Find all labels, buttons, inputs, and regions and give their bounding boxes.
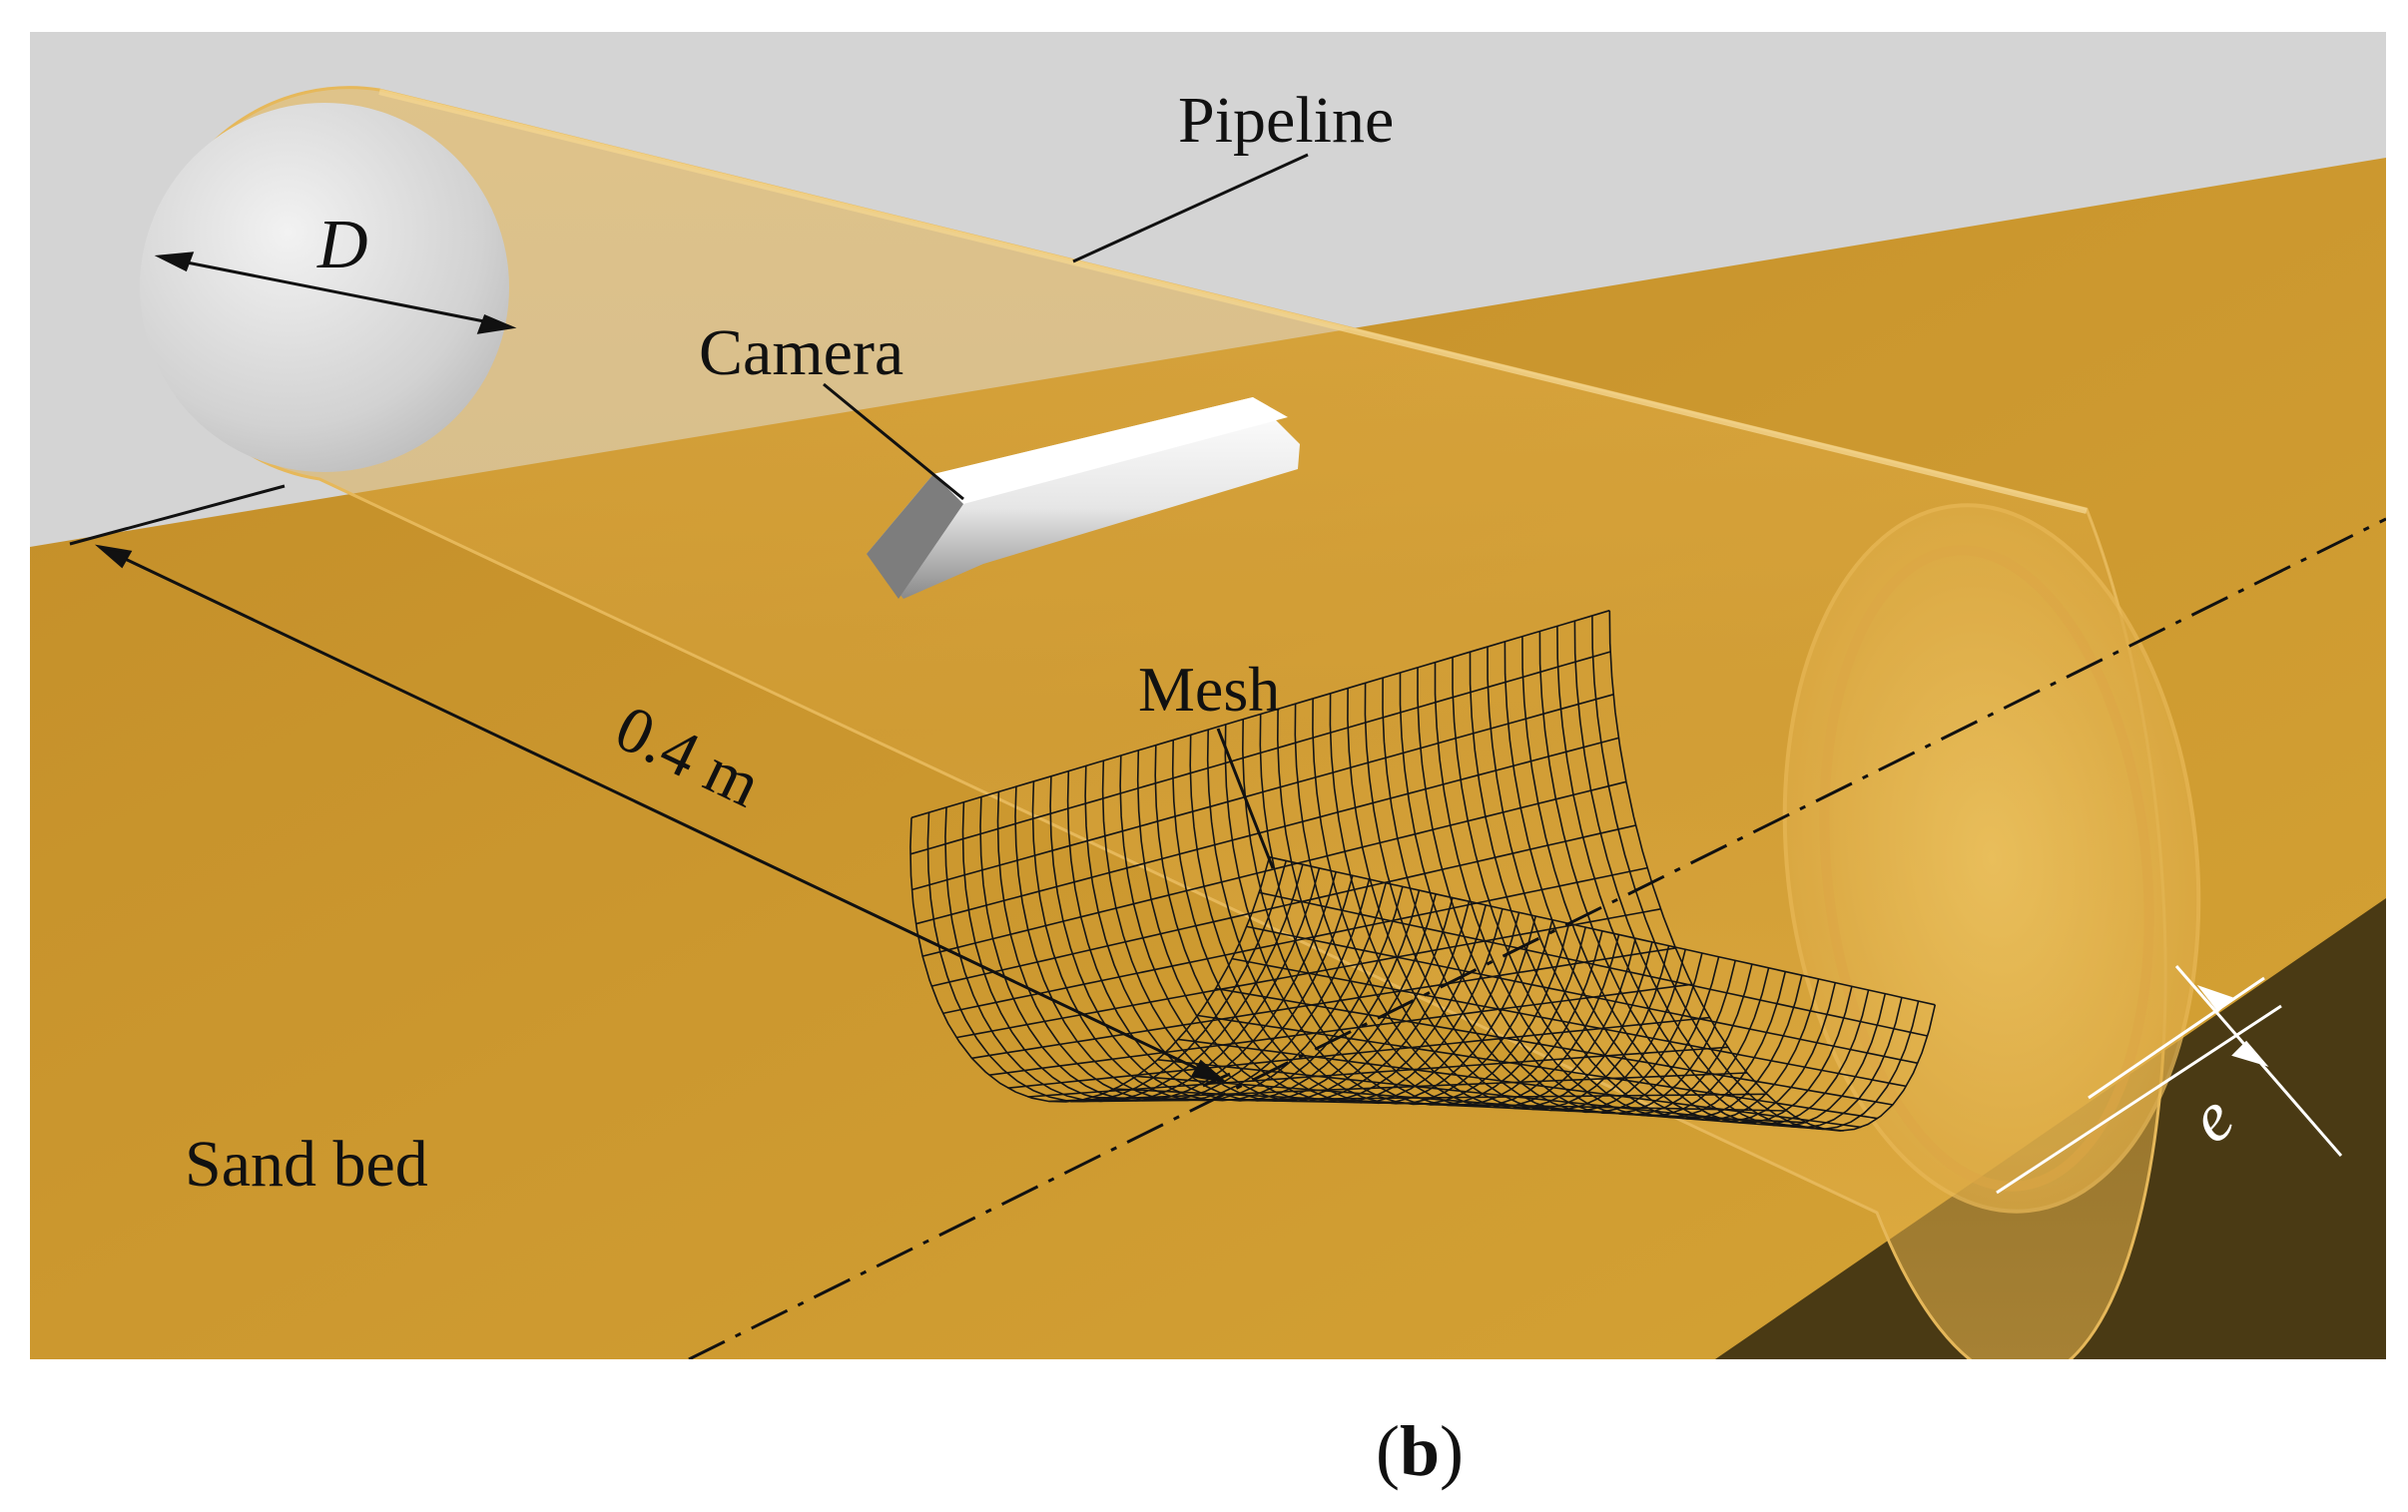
mesh-line (915, 737, 1619, 925)
panel-label-open: ( (1376, 1411, 1400, 1491)
mesh-line (911, 694, 1614, 891)
mesh-line (1246, 925, 1919, 1065)
mesh-line (1114, 1088, 1807, 1124)
length-dimension (69, 484, 1231, 1088)
mesh-line (1269, 856, 1936, 1006)
pipe-top-highlight (378, 89, 2088, 514)
mesh-line (1197, 1014, 1878, 1120)
label-diameter: D (316, 207, 368, 283)
mesh-line (1027, 1046, 1728, 1098)
pipe-centerline (688, 517, 2386, 1359)
mesh-line (1232, 957, 1907, 1088)
mesh-line (1048, 1072, 1748, 1103)
pipe-far-end-inner (1819, 545, 2154, 1192)
camera-leader (823, 382, 964, 501)
mesh-line (1178, 1038, 1862, 1129)
mesh-line (988, 983, 1692, 1076)
pipeline-leader (1072, 153, 1309, 263)
pipe-far-end (1782, 503, 2201, 1214)
mesh-line (930, 824, 1636, 987)
label-camera: Camera (699, 316, 903, 389)
thickness-dimension (1996, 965, 2343, 1195)
label-pipeline: Pipeline (1178, 84, 1394, 157)
label-mesh: Mesh (1138, 654, 1280, 725)
pipe-end-cap (140, 103, 509, 472)
mesh-line (1136, 1075, 1826, 1131)
mesh-line (909, 651, 1611, 855)
mesh-leader (1216, 728, 1275, 869)
mesh-line (1215, 987, 1894, 1106)
mesh-line (1007, 1016, 1710, 1089)
diameter-arrow (154, 252, 517, 334)
camera-body (867, 397, 1300, 599)
mesh-line (921, 780, 1627, 957)
mesh-line (910, 609, 1610, 819)
label-sand-bed: Sand bed (185, 1128, 428, 1201)
mesh-line (1259, 891, 1928, 1037)
panel-label-letter: b (1400, 1411, 1440, 1491)
panel-label-close: ) (1440, 1411, 1464, 1491)
panel-label: (b) (1376, 1411, 1464, 1491)
mesh-line (942, 866, 1648, 1015)
mesh-line (971, 947, 1676, 1060)
